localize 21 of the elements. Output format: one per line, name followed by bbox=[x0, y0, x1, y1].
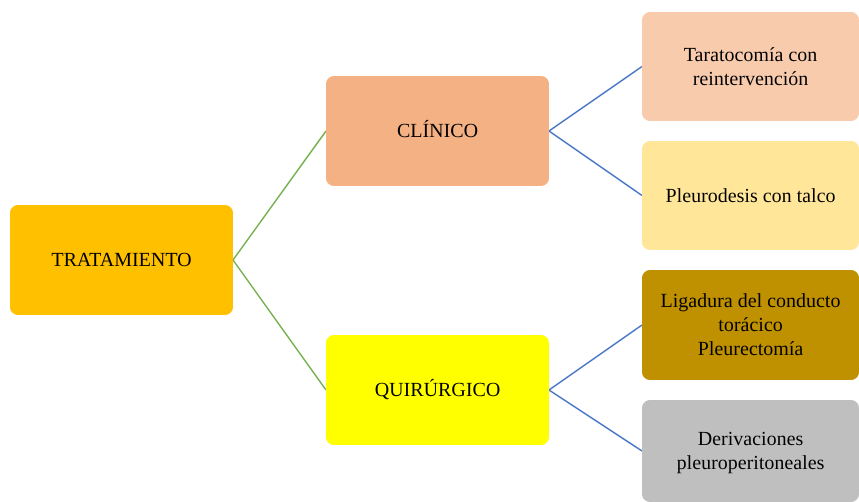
connector-line bbox=[548, 130, 642, 196]
category-box bbox=[10, 205, 233, 315]
connector-line bbox=[548, 324, 642, 391]
box-label: Derivaciones pleuroperitoneales bbox=[676, 427, 826, 475]
box-label: Ligadura del conducto torácico bbox=[660, 289, 842, 337]
box-label: Pleurodesis con talco bbox=[666, 184, 836, 208]
connector-line bbox=[232, 130, 327, 260]
category-box bbox=[326, 335, 549, 445]
connector-line bbox=[548, 66, 642, 132]
category-box bbox=[642, 141, 859, 250]
box-label: QUIRÚRGICO bbox=[374, 378, 500, 402]
category-box bbox=[642, 270, 859, 380]
box-label: Taratocomía con reintervención bbox=[682, 42, 818, 90]
category-box bbox=[642, 12, 859, 121]
box-label: CLÍNICO bbox=[396, 119, 478, 143]
category-box bbox=[326, 76, 549, 186]
connector-line bbox=[548, 389, 642, 452]
box-label: Pleurectomía bbox=[698, 337, 804, 361]
connector-line bbox=[232, 260, 327, 390]
category-box bbox=[642, 400, 859, 502]
box-label: TRATAMIENTO bbox=[51, 248, 192, 272]
